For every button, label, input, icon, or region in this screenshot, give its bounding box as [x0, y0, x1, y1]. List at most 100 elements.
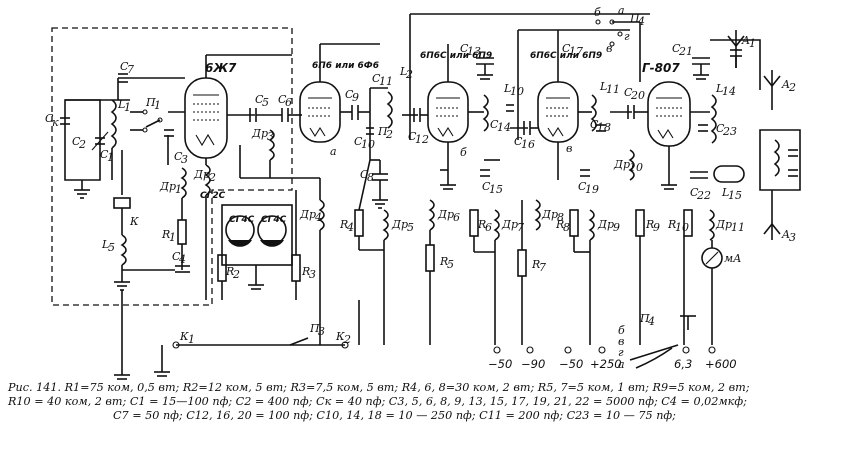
svg-text:3: 3 [181, 153, 188, 166]
svg-text:R: R [339, 218, 348, 231]
tube-4-type: 6П6С или 6П9 [530, 51, 602, 61]
svg-text:19: 19 [585, 183, 599, 196]
svg-text:1: 1 [154, 99, 161, 112]
svg-text:L: L [715, 82, 723, 95]
svg-text:К: К [129, 215, 139, 228]
svg-text:а: а [618, 358, 625, 371]
tube-3: 6П6С или 6П9 б [420, 44, 492, 190]
svg-text:а: а [330, 145, 337, 158]
svg-text:R: R [555, 218, 564, 231]
svg-text:15: 15 [489, 183, 503, 196]
svg-text:C: C [174, 150, 183, 163]
svg-text:г: г [624, 30, 630, 43]
svg-text:4: 4 [178, 253, 186, 266]
svg-text:1: 1 [749, 37, 756, 50]
svg-text:2: 2 [208, 171, 216, 184]
svg-text:A: A [781, 228, 790, 241]
terminal-3: −50 [559, 357, 583, 371]
terminal-6: +600 [705, 357, 737, 371]
stabilizer-label: СГ2С [200, 191, 226, 201]
svg-text:C: C [690, 186, 699, 199]
svg-text:П: П [145, 96, 156, 109]
svg-text:Др: Др [299, 208, 316, 221]
svg-text:Др: Др [541, 208, 558, 221]
svg-text:10: 10 [629, 161, 643, 174]
svg-text:8: 8 [563, 221, 570, 234]
svg-text:C: C [354, 135, 363, 148]
svg-text:2: 2 [343, 333, 351, 346]
svg-text:Др: Др [391, 218, 408, 231]
svg-text:б: б [618, 324, 625, 337]
svg-text:5: 5 [262, 96, 269, 109]
svg-text:2: 2 [405, 68, 413, 81]
tube-5: Г-807 [642, 61, 691, 190]
gas-tube-2: СГ4С [261, 215, 287, 225]
caption-line-2: R10 = 40 ком, 2 вт; C1 = 15—100 пф; C2 =… [8, 394, 747, 408]
svg-text:г: г [618, 346, 624, 359]
svg-text:R: R [645, 218, 654, 231]
svg-text:14: 14 [722, 85, 736, 98]
svg-text:б: б [460, 146, 467, 159]
svg-text:8: 8 [367, 171, 374, 184]
tube-2: 6П6 или 6Ф6 а [299, 43, 380, 158]
svg-text:5: 5 [108, 241, 115, 254]
svg-text:L: L [503, 82, 511, 95]
caption-line-3: C7 = 50 пф; C12, 16, 20 = 100 пф; C10, 1… [113, 408, 676, 422]
svg-text:23: 23 [722, 125, 737, 138]
svg-text:Др: Др [251, 127, 268, 140]
svg-text:4: 4 [346, 221, 354, 234]
svg-text:21: 21 [678, 45, 693, 58]
svg-text:9: 9 [352, 91, 359, 104]
svg-text:в: в [618, 335, 624, 348]
svg-text:7: 7 [517, 221, 524, 234]
svg-text:2: 2 [78, 138, 86, 151]
svg-text:C: C [278, 93, 287, 106]
svg-text:4: 4 [637, 15, 645, 28]
switch-p1: П1 [130, 96, 163, 133]
svg-text:6: 6 [485, 221, 492, 234]
svg-text:П: П [639, 312, 650, 325]
svg-text:9: 9 [613, 221, 620, 234]
svg-text:C: C [578, 180, 587, 193]
svg-text:10: 10 [675, 221, 689, 234]
svg-text:а: а [618, 4, 625, 17]
svg-text:L: L [599, 80, 607, 93]
svg-text:20: 20 [630, 89, 645, 102]
svg-text:C: C [72, 135, 81, 148]
svg-text:1: 1 [107, 151, 114, 164]
svg-text:R: R [225, 265, 234, 278]
terminal-2: −90 [521, 357, 545, 371]
svg-text:3: 3 [267, 130, 274, 143]
svg-text:К: К [179, 330, 189, 343]
terminal-4: +250 [590, 357, 622, 371]
svg-text:12: 12 [415, 133, 429, 146]
svg-text:6: 6 [285, 96, 292, 109]
svg-text:R: R [301, 265, 310, 278]
svg-text:14: 14 [497, 121, 511, 134]
svg-text:1: 1 [169, 231, 176, 244]
svg-text:2: 2 [232, 268, 240, 281]
svg-text:C: C [460, 42, 469, 55]
svg-text:C: C [360, 168, 369, 181]
svg-text:4: 4 [647, 315, 655, 328]
svg-text:A: A [741, 34, 750, 47]
svg-text:C: C [120, 60, 129, 73]
svg-text:C: C [716, 122, 725, 135]
svg-text:L: L [117, 98, 125, 111]
svg-text:10: 10 [361, 138, 375, 151]
svg-text:17: 17 [569, 45, 583, 58]
svg-text:1: 1 [188, 333, 195, 346]
svg-text:11: 11 [731, 221, 745, 234]
supply-terminals: −50 −90 −50 +250 6,3 +600 бв га П4 [488, 312, 737, 371]
tube-5-type: Г-807 [642, 61, 680, 75]
svg-text:1: 1 [124, 101, 131, 114]
figure-caption: Рис. 141. R1=75 ком, 0,5 вт; R2=12 ком, … [8, 381, 848, 422]
